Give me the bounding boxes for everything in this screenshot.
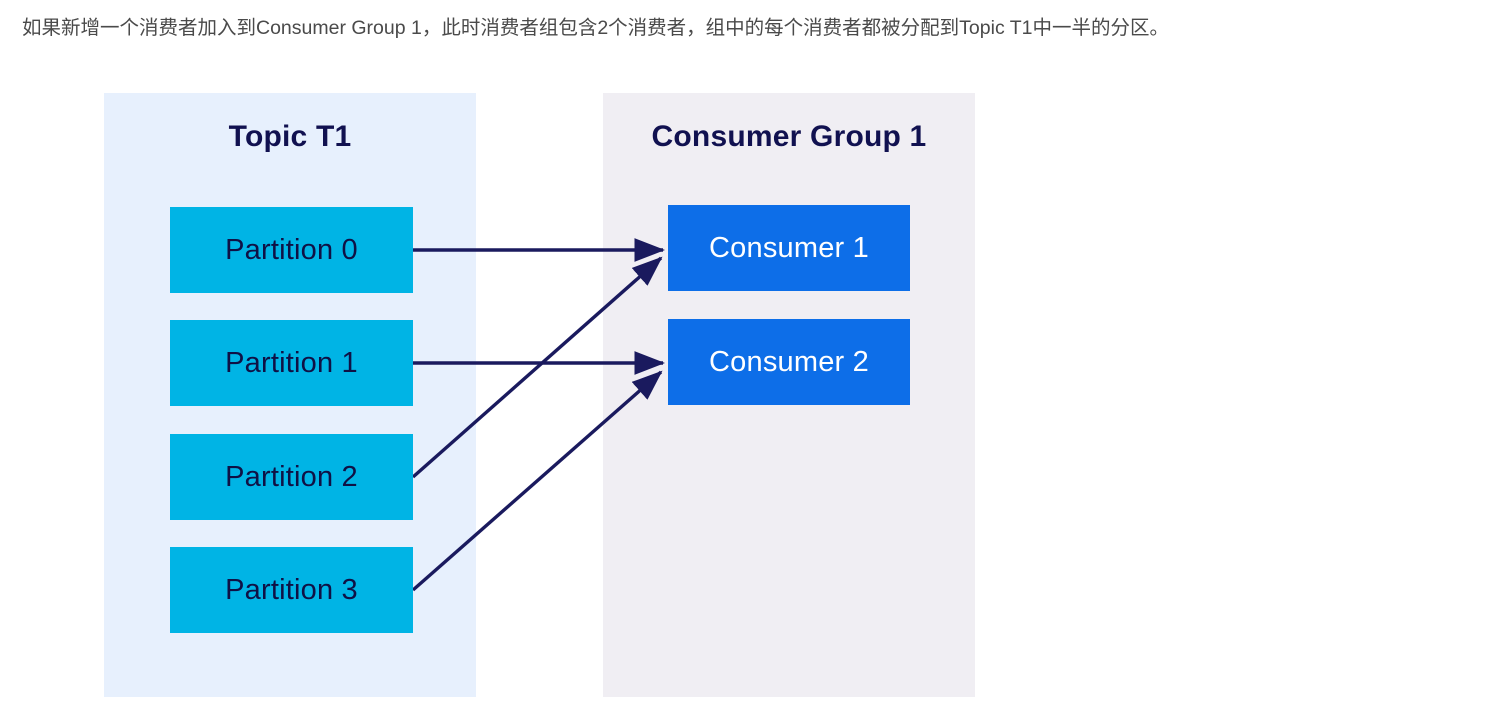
consumer-label-1: Consumer 1 — [709, 231, 869, 264]
partition-box-0[interactable]: Partition 0 — [170, 207, 413, 293]
partition-box-1[interactable]: Partition 1 — [170, 320, 413, 406]
consumer-group-panel-title: Consumer Group 1 — [651, 120, 927, 153]
partition-label-2: Partition 2 — [225, 460, 358, 493]
caption-text: 如果新增一个消费者加入到Consumer Group 1，此时消费者组包含2个消… — [22, 17, 1170, 39]
partition-label-0: Partition 0 — [225, 233, 358, 266]
consumer-box-1[interactable]: Consumer 1 — [668, 205, 910, 291]
topic-panel-title: Topic T1 — [228, 120, 352, 153]
partition-label-3: Partition 3 — [225, 573, 358, 606]
consumer-label-2: Consumer 2 — [709, 345, 869, 378]
consumer-box-2[interactable]: Consumer 2 — [668, 319, 910, 405]
partition-box-3[interactable]: Partition 3 — [170, 547, 413, 633]
partition-box-2[interactable]: Partition 2 — [170, 434, 413, 520]
partition-label-1: Partition 1 — [225, 346, 358, 379]
